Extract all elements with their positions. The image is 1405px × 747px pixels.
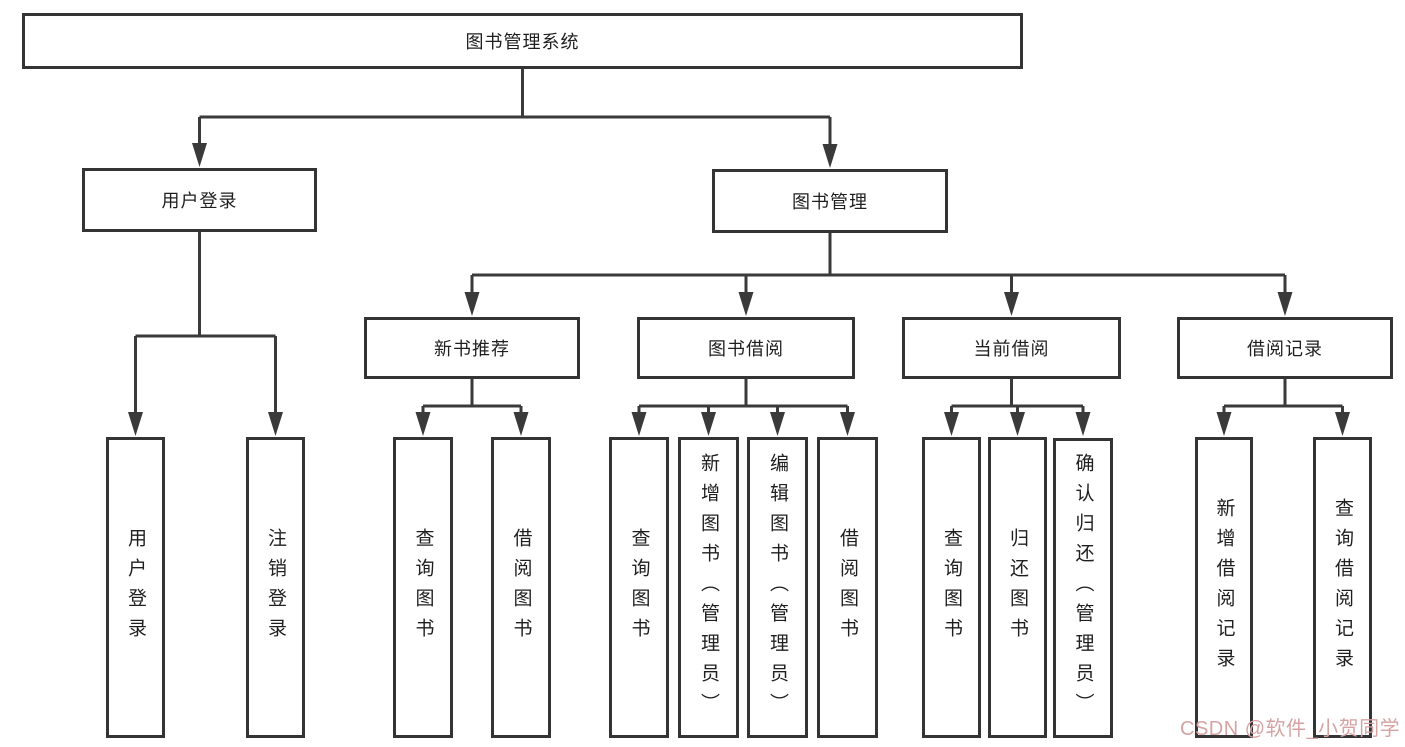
node-book-borrow: 图书借阅 [637,317,855,379]
arrowhead-icon [631,412,647,436]
leaf-add-borrow-record-label: 新增借阅记录 [1213,497,1235,678]
node-user-login: 用户登录 [82,168,317,232]
leaf-query-borrow-record: 查询借阅记录 [1313,437,1372,738]
arrowhead-icon [1216,412,1232,436]
node-borrow-records: 借阅记录 [1177,317,1393,379]
node-book-borrow-label: 图书借阅 [708,339,784,359]
connector-book-borrow [637,379,849,416]
node-library-system-label: 图书管理系统 [465,32,580,52]
node-library-system: 图书管理系统 [22,13,1023,69]
arrowhead-icon [464,292,480,316]
leaf-logout: 注销登录 [246,437,305,738]
leaf-return-books: 归还图书 [988,437,1047,738]
leaf-query-books-borrow: 查询图书 [609,437,669,738]
arrowhead-icon [701,412,716,436]
connector-borrow-records [1222,379,1344,416]
connector-new-book-recommend [421,379,523,416]
leaf-query-books-current: 查询图书 [922,437,981,738]
arrowhead-icon [1277,292,1293,316]
arrowhead-icon [840,412,855,436]
arrowhead-icon [944,412,959,436]
leaf-query-books-current-label: 查询图书 [941,527,962,648]
leaf-borrow-books: 借阅图书 [817,437,878,738]
leaf-add-books-admin: 新增图书（管理员） [678,437,739,738]
leaf-borrow-books-label: 借阅图书 [837,527,858,648]
leaf-add-borrow-record: 新增借阅记录 [1195,437,1253,738]
node-book-management-label: 图书管理 [792,192,868,212]
leaf-return-books-label: 归还图书 [1007,527,1028,648]
leaf-query-books-borrow-label: 查询图书 [628,527,650,648]
arrowhead-icon [415,412,431,436]
arrowhead-icon [268,412,283,436]
arrowhead-icon [1335,412,1350,436]
connector-root-to-level1 [198,69,832,146]
leaf-confirm-return-admin-label: 确认归还（管理员） [1072,453,1094,723]
connector-user-login [134,232,277,414]
node-current-borrow: 当前借阅 [902,317,1121,379]
arrowhead-icon [738,292,754,316]
leaf-borrow-books-recommend-label: 借阅图书 [510,527,532,648]
leaf-user-login: 用户登录 [106,437,165,738]
leaf-borrow-books-recommend: 借阅图书 [491,437,551,738]
leaf-add-books-admin-label: 新增图书（管理员） [698,452,719,723]
node-current-borrow-label: 当前借阅 [973,339,1050,359]
node-new-book-recommend: 新书推荐 [364,317,580,379]
arrowhead-icon [128,412,143,436]
arrowhead-icon [192,143,207,167]
leaf-edit-books-admin-label: 编辑图书（管理员） [767,452,788,723]
leaf-edit-books-admin: 编辑图书（管理员） [747,437,808,738]
csdn-watermark: CSDN @软件_小贺同学 [1180,718,1401,740]
node-new-book-recommend-label: 新书推荐 [434,339,510,359]
arrowhead-icon [770,412,785,436]
leaf-query-borrow-record-label: 查询借阅记录 [1332,497,1353,678]
connector-book-management [470,233,1287,296]
arrowhead-icon [1004,292,1019,316]
arrowhead-icon [822,144,838,168]
leaf-logout-label: 注销登录 [265,527,286,648]
connector-current-borrow [950,379,1085,416]
leaf-query-books-recommend: 查询图书 [393,437,453,738]
arrowhead-icon [513,412,529,436]
arrowhead-icon [1010,412,1025,436]
arrowhead-icon [1075,412,1091,436]
node-book-management: 图书管理 [712,169,948,233]
node-borrow-records-label: 借阅记录 [1247,339,1323,359]
leaf-confirm-return-admin: 确认归还（管理员） [1053,438,1113,738]
leaf-query-books-recommend-label: 查询图书 [412,527,434,648]
node-user-login-label: 用户登录 [161,191,238,211]
leaf-user-login-label: 用户登录 [125,527,146,648]
